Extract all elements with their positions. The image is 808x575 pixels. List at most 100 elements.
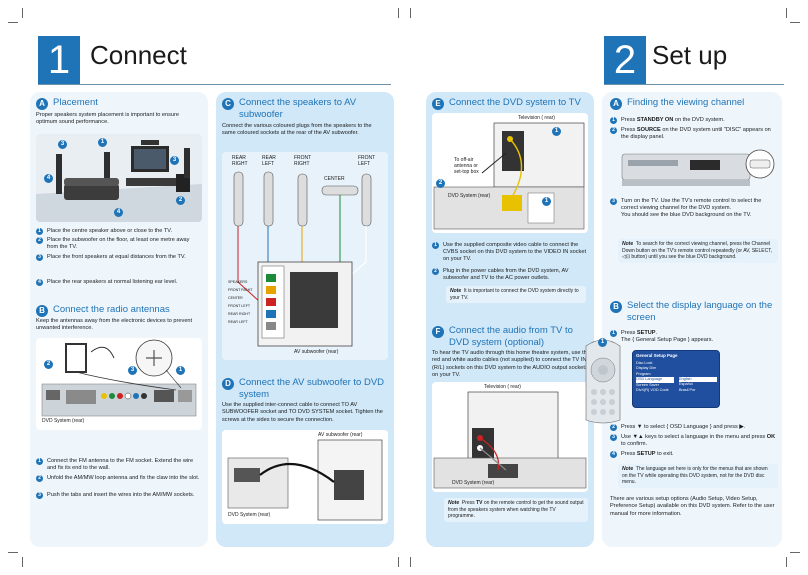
section-e-header: E Connect the DVD system to TV	[432, 97, 581, 110]
badge-a: A	[610, 98, 622, 110]
tv-rear-label: Television ( rear)	[484, 384, 521, 390]
label-rear-right: REAR RIGHT	[232, 155, 248, 167]
section-d-header: D Connect the AV subwoofer to DVD system	[222, 377, 390, 401]
section-f-note: Note Press TV on the remote control to g…	[444, 498, 588, 522]
crop-mark	[786, 557, 787, 567]
crop-mark	[22, 557, 23, 567]
badge-b: B	[610, 301, 622, 313]
crop-mark	[786, 8, 787, 18]
badge-c: C	[222, 98, 234, 110]
crop-mark	[410, 8, 411, 18]
menu-item[interactable]: Program	[636, 371, 651, 376]
menu-item[interactable]: DivX(R) VOD Code	[636, 388, 669, 393]
section-b-title: Connect the radio antennas	[53, 304, 170, 315]
crop-mark	[22, 8, 23, 18]
tv-rear-label: Television ( rear)	[518, 115, 555, 121]
panel-label-speakers: SPEAKERS	[228, 280, 248, 284]
menu-option[interactable]: Español	[679, 382, 693, 387]
marker-1: 1	[598, 338, 607, 347]
page-title-setup: Set up	[652, 40, 728, 70]
marker-3: 3	[170, 156, 179, 165]
crop-mark	[398, 8, 399, 18]
section-b-intro: Keep the antennas away from the electron…	[36, 318, 193, 332]
marker-3: 3	[58, 140, 67, 149]
tv-audio-illustration: Television ( rear) DVD System (rear)	[432, 382, 588, 492]
section-f-title: Connect the audio from TV to DVD system …	[449, 325, 573, 348]
dvd-tv-video-illustration: Television ( rear) To off-air antenna or…	[432, 113, 588, 233]
marker-2: 2	[44, 360, 53, 369]
dvd-rear-label: DVD System (rear)	[228, 512, 271, 518]
label-rear-left: REAR LEFT	[262, 155, 276, 167]
section-a-intro: Proper speakers system placement is impo…	[36, 112, 180, 126]
section-f-intro: To hear the TV audio through this home t…	[432, 350, 590, 379]
marker-1: 1	[176, 366, 185, 375]
section-a-header: A Placement	[36, 97, 98, 110]
section-f-header: F Connect the audio from TV to DVD syste…	[432, 325, 592, 349]
dvd-rear-label: DVD System (rear)	[452, 480, 495, 486]
menu-title: General Setup Page	[636, 353, 678, 358]
crop-mark	[8, 22, 18, 23]
marker-3: 3	[128, 366, 137, 375]
menu-item[interactable]: Display Dim	[636, 366, 657, 371]
setup-b-title: Select the display language on the scree…	[627, 300, 773, 323]
badge-f: F	[432, 326, 444, 338]
section-a-title: Placement	[53, 97, 98, 108]
section-d-intro: Use the supplied inter-connect cable to …	[222, 402, 383, 423]
section-d-title: Connect the AV subwoofer to DVD system	[239, 377, 385, 400]
subwoofer-rear-label: AV subwoofer (rear)	[294, 349, 339, 355]
panel-label-front-left: FRONT LEFT	[228, 304, 251, 308]
menu-item[interactable]: Disc Lock	[636, 361, 653, 365]
panel-label-rear-right: REAR RIGHT	[228, 312, 251, 316]
menu-item-selected[interactable]: OSD Language	[636, 377, 674, 383]
badge-e: E	[432, 98, 444, 110]
menu-option-selected[interactable]: English	[679, 377, 717, 383]
page-title-connect: Connect	[90, 40, 187, 70]
setup-footer: There are various setup options (Audio S…	[610, 496, 775, 517]
menu-option-list: English Español Brasil Por	[679, 377, 717, 393]
subwoofer-rear-label: AV subwoofer (rear)	[318, 432, 363, 438]
setup-a-header: A Finding the viewing channel	[610, 97, 744, 110]
menu-item-list: Disc Lock Display Dim Program OSD Langua…	[636, 361, 674, 393]
menu-option[interactable]: Brasil Por	[679, 387, 696, 392]
header-rule	[604, 84, 784, 85]
crop-mark	[8, 552, 18, 553]
crop-mark	[410, 557, 411, 567]
section-e-title: Connect the DVD system to TV	[449, 97, 581, 108]
badge-d: D	[222, 378, 234, 390]
subwoofer-dvd-illustration: AV subwoofer (rear) DVD System (rear)	[222, 430, 388, 524]
marker-1: 1	[552, 127, 561, 136]
panel-label-front-right: FRONT RIGHT	[228, 288, 253, 292]
badge-a: A	[36, 98, 48, 110]
marker-2: 2	[176, 196, 185, 205]
section-c-intro: Connect the various coloured plugs from …	[222, 123, 372, 137]
section-e-note: Note It is important to connect the DVD …	[446, 286, 586, 304]
menu-item[interactable]: Screen Saver	[636, 382, 660, 387]
step-number-1: 1	[38, 36, 80, 84]
badge-b: B	[36, 305, 48, 317]
crop-mark	[398, 557, 399, 567]
section-c-title: Connect the speakers to AV subwoofer	[239, 97, 357, 120]
crop-mark	[790, 22, 800, 23]
crop-mark	[790, 552, 800, 553]
dvd-rear-label: DVD System (rear)	[448, 193, 491, 199]
header-rule	[38, 84, 391, 85]
dvd-rear-label: DVD System (rear)	[42, 418, 85, 424]
section-c-header: C Connect the speakers to AV subwoofer	[222, 97, 390, 121]
label-front-right: FRONT RIGHT	[294, 155, 312, 167]
speaker-wiring-illustration: REAR RIGHT REAR LEFT FRONT RIGHT FRONT L…	[222, 152, 388, 360]
setup-b-header: B Select the display language on the scr…	[610, 300, 780, 324]
section-b-header: B Connect the radio antennas	[36, 304, 170, 317]
